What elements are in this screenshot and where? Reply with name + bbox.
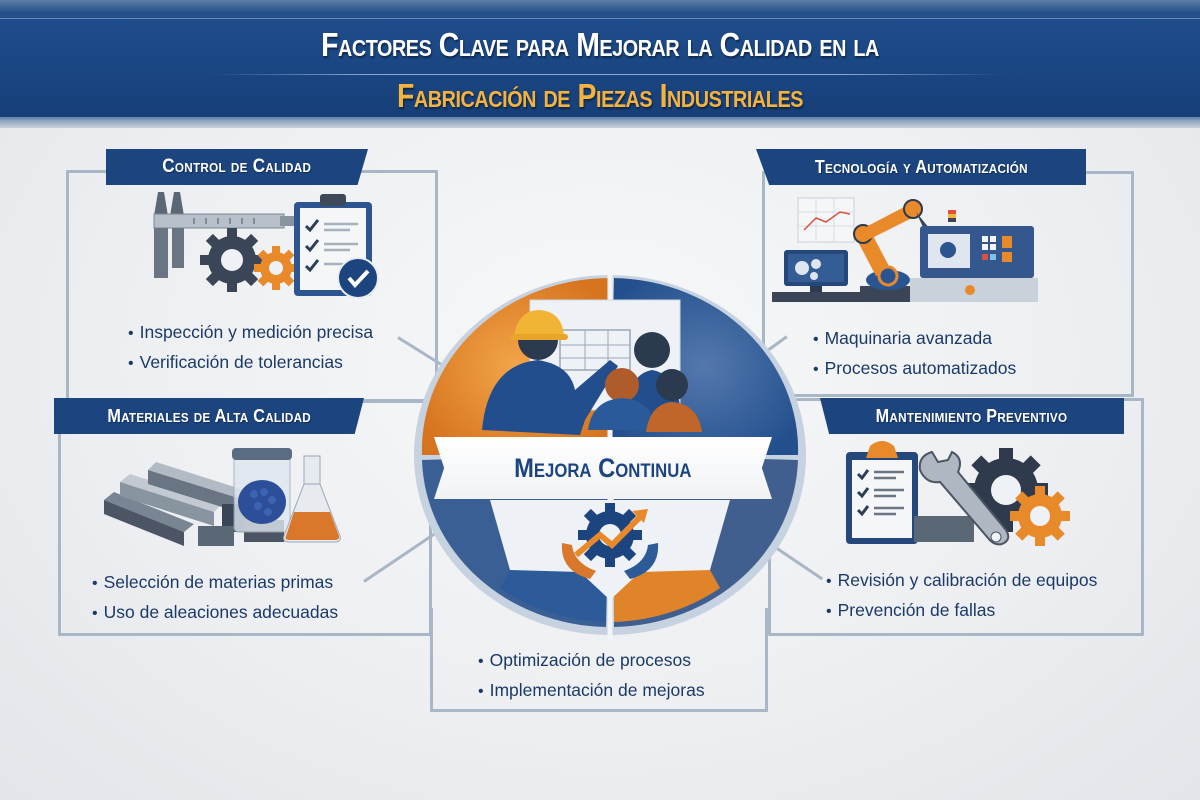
gear-arrow-icon [561, 503, 659, 579]
gear-icon-orange [254, 246, 298, 290]
bullet-item: Maquinaria avanzada [813, 324, 1016, 354]
gear-icon-orange [1010, 486, 1070, 546]
line-chart-icon [797, 197, 855, 243]
bullet-item: Implementación de mejoras [478, 676, 705, 706]
gear-icon [200, 228, 264, 292]
control-calidad-bullets: Inspección y medición precisa Verificaci… [128, 318, 373, 378]
bullet-item: Procesos automatizados [813, 354, 1017, 384]
tecnologia-illustration [772, 197, 1038, 302]
checklist-clipboard-icon [846, 441, 918, 544]
panel-title-tecnologia: Tecnología y Automatización [756, 149, 1086, 185]
page-title-line1: Factores Clave para Mejorar la Calidad e… [321, 26, 879, 63]
bullet-item: Inspección y medición precisa [128, 318, 373, 348]
page-title-line2: Fabricación de Piezas Industriales [397, 77, 803, 114]
flask-icon [283, 455, 341, 543]
metal-bars-icon [104, 462, 284, 546]
header-inner [0, 18, 1200, 118]
panel-title-materiales: Materiales de Alta Calidad [54, 398, 364, 434]
mejora-continua-banner: Mejora Continua [434, 437, 772, 499]
bullet-item: Optimización de procesos [478, 646, 705, 676]
frame-mejora-continua [430, 608, 768, 712]
computer-monitor-gears-icon [772, 250, 882, 302]
wrench-icon [918, 450, 1010, 546]
materiales-illustration [104, 448, 341, 546]
header-banner: Factores Clave para Mejorar la Calidad e… [0, 0, 1200, 128]
mantenimiento-illustration [846, 441, 1070, 546]
tecnologia-bullets: Maquinaria avanzada Procesos automatizad… [813, 324, 1017, 384]
bullet-item: Revisión y calibración de equipos [826, 566, 1098, 596]
panel-title-mantenimiento: Mantenimiento Preventivo [820, 398, 1124, 434]
panel-title-control-calidad: Control de Calidad [106, 149, 368, 185]
mantenimiento-bullets: Revisión y calibración de equipos Preven… [826, 566, 1098, 626]
control-calidad-illustration [153, 192, 379, 299]
mejora-continua-bullets: Optimización de procesos Implementación … [478, 646, 705, 706]
check-badge-icon [337, 257, 379, 299]
bullet-item: Selección de materias primas [92, 568, 338, 598]
materiales-bullets: Selección de materias primas Uso de alea… [92, 568, 338, 628]
bullet-item: Verificación de tolerancias [128, 348, 373, 378]
bullet-item: Prevención de fallas [826, 596, 1097, 626]
cnc-machine-icon [910, 210, 1038, 302]
jar-of-pellets-icon [232, 448, 292, 533]
caliper-icon [153, 192, 300, 278]
bullet-item: Uso de aleaciones adecuadas [92, 598, 338, 628]
mejora-continua-title: Mejora Continua [514, 452, 692, 483]
title-divider [212, 74, 1002, 75]
